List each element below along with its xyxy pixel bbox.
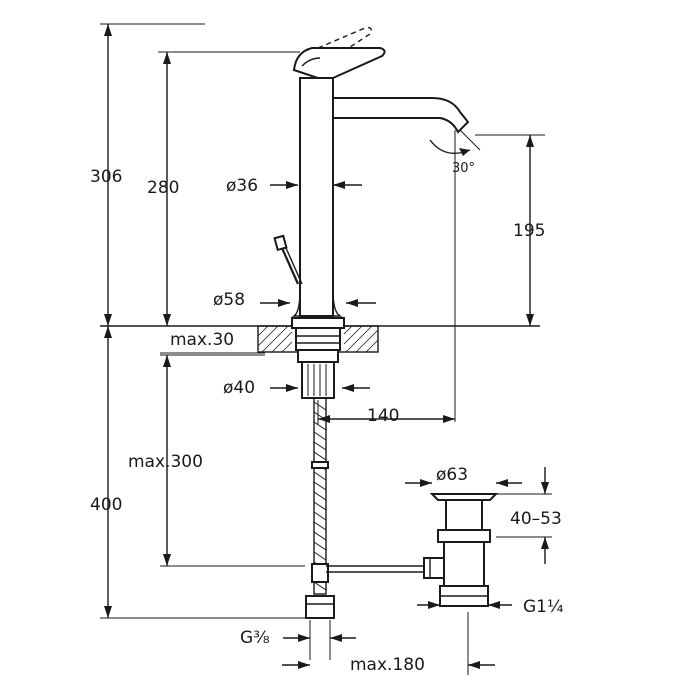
label-inlet-thread: G⅜ (240, 628, 270, 648)
dim-spout-reach (317, 130, 456, 425)
dim-hose-length (160, 354, 305, 567)
dim-pop-up-distance (282, 612, 495, 675)
dim-overall-height (100, 23, 205, 326)
drain-lever (273, 234, 303, 285)
dim-waste-range (496, 467, 552, 564)
label-overall-height: 306 (90, 167, 122, 187)
faucet-shank (291, 317, 345, 399)
flexible-hose (305, 397, 335, 619)
dim-base-diameter (260, 299, 376, 307)
label-waste-range: 40–53 (510, 509, 562, 529)
dim-shank-diameter (270, 384, 370, 392)
label-spout-reach: 140 (367, 406, 399, 426)
pop-up-waste (423, 493, 499, 607)
label-height-above-deck: 280 (147, 178, 179, 198)
label-spout-height: 195 (513, 221, 545, 241)
label-shank-diameter: ø40 (223, 378, 255, 398)
label-waste-diameter: ø63 (436, 465, 468, 485)
dim-height-above-deck (158, 51, 300, 326)
dim-waste-diameter (405, 479, 522, 487)
pop-up-rod (326, 565, 430, 573)
dim-waste-thread (417, 601, 512, 609)
faucet-body (291, 77, 343, 317)
dim-below-deck (100, 326, 305, 619)
label-hose-length: max.300 (128, 452, 203, 472)
label-base-diameter: ø58 (213, 290, 245, 310)
dim-body-diameter (270, 181, 362, 189)
dim-spout-height (475, 134, 545, 326)
label-below-deck: 400 (90, 495, 122, 515)
label-spout-angle: 30° (452, 161, 475, 176)
faucet-spout (332, 97, 470, 134)
dim-inlet-thread (283, 620, 356, 660)
label-deck-thickness: max.30 (170, 330, 234, 350)
label-body-diameter: ø36 (226, 176, 258, 196)
label-pop-up-distance: max.180 (350, 655, 425, 675)
label-waste-thread: G1¼ (523, 597, 563, 617)
faucet-handle (292, 26, 386, 81)
